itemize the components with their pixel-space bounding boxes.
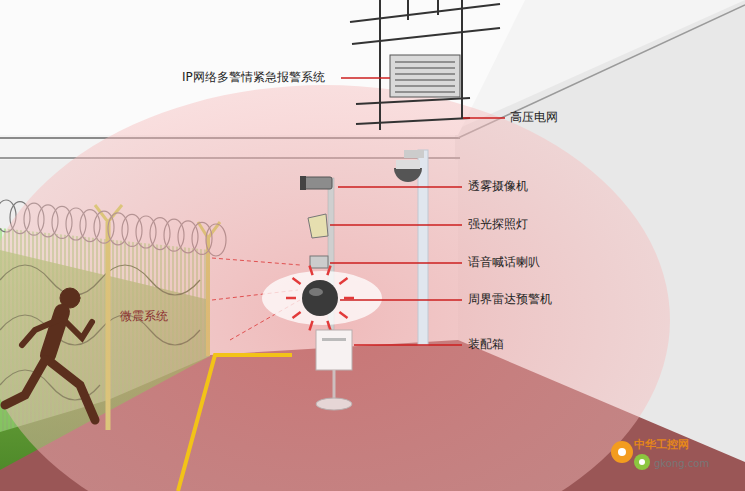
intruder-arm [22, 320, 58, 345]
intruder-leg [48, 360, 95, 420]
leader-line [354, 344, 462, 346]
vent-slat [395, 85, 455, 87]
net-wire [356, 98, 470, 104]
radar-ray [339, 278, 347, 284]
camera-pole [418, 150, 428, 345]
system-label: IP网络多警情紧急报警系统 [182, 70, 325, 84]
fog-camera [304, 177, 332, 189]
intruder-arm [62, 318, 92, 338]
net-wire [352, 28, 500, 44]
part-label: 语音喊话喇叭 [468, 255, 540, 269]
radar-glow [262, 271, 382, 325]
leader-line [338, 186, 462, 188]
leader-line [463, 117, 505, 119]
vent-slat [395, 67, 455, 69]
net-wire [407, 0, 409, 20]
vent-slat [395, 61, 455, 63]
wall-edge [458, 5, 745, 138]
radar-ray [292, 278, 300, 284]
radar-highlight [309, 288, 323, 296]
box-plate [322, 338, 346, 341]
leader-line [341, 77, 390, 79]
net-wire [350, 4, 500, 22]
leader-line [340, 299, 462, 301]
leader-line [330, 224, 462, 226]
dome-housing [396, 160, 420, 169]
watermark: gkong.com [654, 458, 709, 470]
vent-slat [395, 73, 455, 75]
part-label: 透雾摄像机 [468, 179, 528, 193]
leader-line [330, 262, 462, 264]
net-post [461, 0, 463, 118]
yellow-line [178, 355, 292, 491]
camera-lens [300, 176, 306, 190]
part-label: 装配箱 [468, 337, 504, 351]
radar-ray [286, 297, 296, 300]
system-label: 微震系统 [120, 309, 168, 323]
gear-icon [634, 454, 650, 470]
detection-ray [212, 258, 300, 265]
high-voltage-net [350, 0, 500, 130]
radar-rays [286, 266, 354, 331]
net-wire [356, 118, 470, 124]
gear-icon [611, 441, 633, 463]
gear-hole [639, 459, 645, 465]
radar-ray [327, 321, 330, 331]
gear-hole [618, 448, 626, 456]
vent-slat [395, 79, 455, 81]
dome-camera [394, 168, 422, 182]
equipment-box [316, 330, 352, 370]
radar-ray [309, 266, 312, 276]
speaker [310, 256, 328, 268]
alarm-unit [390, 55, 460, 97]
part-label: 强光探照灯 [468, 217, 528, 231]
radar-ray [327, 266, 330, 276]
alarm-vents [395, 62, 455, 92]
net-post [379, 0, 381, 130]
dome-mount [404, 150, 424, 158]
part-label: 高压电网 [510, 110, 558, 124]
intruder-figure [5, 288, 95, 420]
radar-ray [339, 312, 347, 318]
vent-slat [395, 91, 455, 93]
part-label: 周界雷达预警机 [468, 292, 552, 306]
intruder-leg [5, 360, 45, 405]
radar-coverage [0, 85, 670, 491]
radar-unit [302, 280, 338, 316]
radar-ray [344, 297, 354, 300]
box-stand [333, 370, 336, 402]
box-base [316, 398, 352, 410]
spotlight [308, 214, 328, 238]
radar-ray [292, 312, 300, 318]
net-wire [437, 0, 439, 15]
radar-ray [309, 321, 312, 331]
watermark: 中华工控网 [634, 438, 689, 451]
